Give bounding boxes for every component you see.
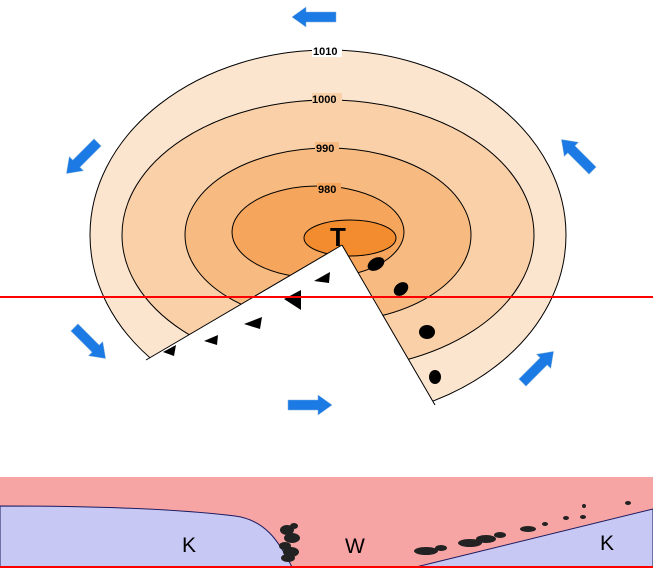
isobar-labels: 1010 1000 990 980	[312, 45, 342, 196]
isobar-label-980: 980	[318, 184, 336, 196]
cross-section-panel: K W K	[0, 477, 653, 568]
isobar-label-1010: 1010	[313, 46, 337, 58]
wind-arrows	[66, 6, 597, 416]
low-pressure-center-label: T	[330, 222, 346, 252]
cold-air-label-right: K	[600, 532, 614, 555]
low-core	[303, 219, 397, 257]
arrow-west-icon	[291, 6, 337, 28]
warm-air-label: W	[345, 535, 365, 558]
arrow-southwest-icon	[66, 138, 102, 174]
cold-air-label-left: K	[182, 534, 196, 557]
cold-front	[145, 244, 343, 361]
warm-front	[341, 244, 441, 406]
warm-front-clouds	[414, 501, 631, 555]
arrow-northwest-icon	[561, 139, 597, 175]
arrow-southeast-icon	[70, 323, 106, 359]
isobar-label-1000: 1000	[312, 94, 336, 106]
cold-front-clouds	[279, 523, 300, 562]
isobar-label-990: 990	[316, 143, 334, 155]
arrow-northeast-icon	[518, 351, 554, 387]
arrow-east-icon	[287, 394, 333, 416]
